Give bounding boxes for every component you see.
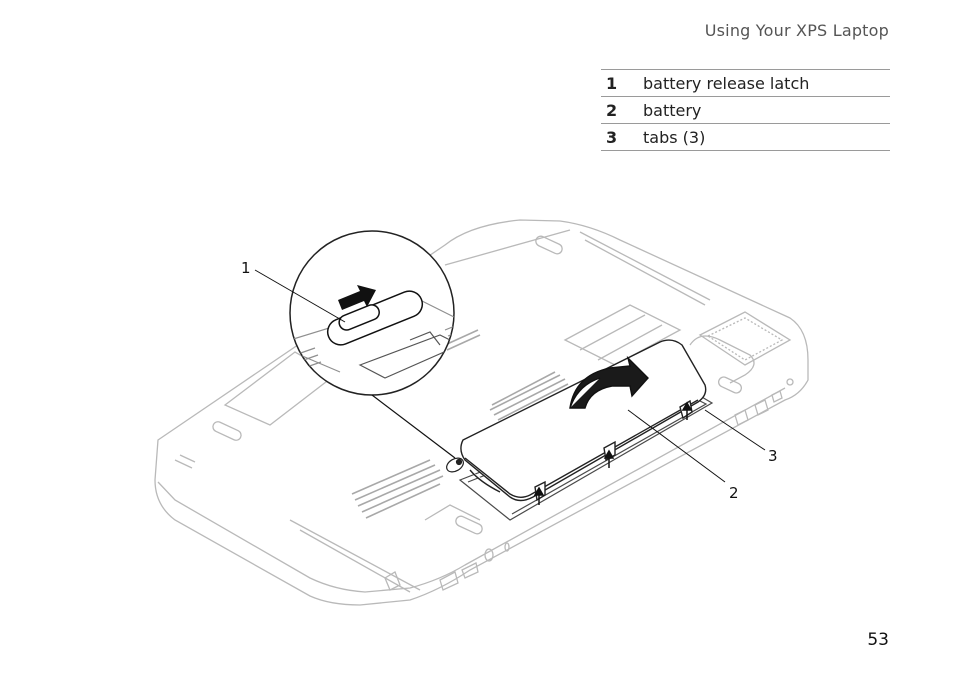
callout-2: 2 bbox=[729, 484, 739, 502]
laptop-bottom-outline bbox=[154, 219, 809, 606]
latch-slider bbox=[326, 290, 424, 346]
page-header-title: Using Your XPS Laptop bbox=[704, 21, 889, 40]
legend-number: 3 bbox=[601, 123, 643, 151]
legend-row: 3 tabs (3) bbox=[601, 123, 890, 151]
legend-label: tabs (3) bbox=[643, 123, 890, 151]
callout-3: 3 bbox=[768, 447, 778, 465]
legend-row: 2 battery bbox=[601, 96, 890, 124]
legend-label: battery release latch bbox=[643, 69, 890, 97]
slide-direction-arrow-icon bbox=[338, 285, 376, 310]
legend-label: battery bbox=[643, 96, 890, 124]
tab-lift-arrows bbox=[533, 401, 693, 505]
legend-number: 2 bbox=[601, 96, 643, 124]
rotate-arrow-icon bbox=[569, 355, 649, 409]
release-latch-small bbox=[446, 457, 464, 473]
magnified-latch-view bbox=[289, 230, 456, 459]
callout-leaders bbox=[254, 269, 766, 483]
page-number: 53 bbox=[867, 630, 889, 650]
callout-legend-table: 1 battery release latch 2 battery 3 tabs… bbox=[601, 69, 890, 151]
legend-row: 1 battery release latch bbox=[601, 69, 890, 97]
legend-number: 1 bbox=[601, 69, 643, 97]
battery bbox=[460, 339, 707, 502]
callout-1: 1 bbox=[241, 259, 251, 277]
